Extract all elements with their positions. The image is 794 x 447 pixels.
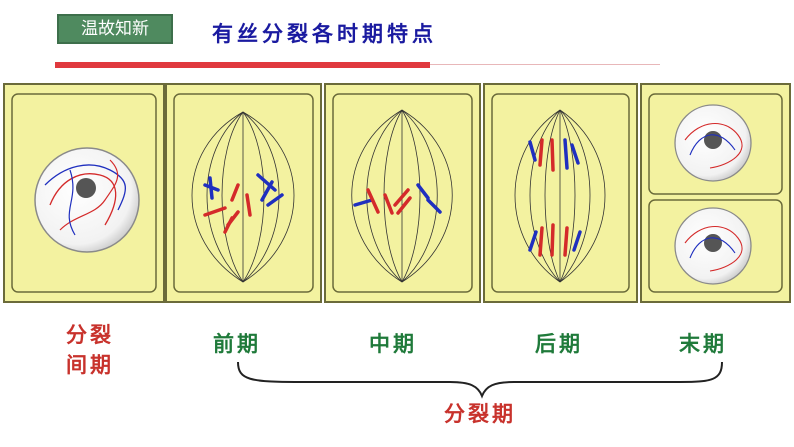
title-underline-red — [55, 62, 430, 68]
label-interphase-line1: 分裂 — [66, 323, 114, 347]
chromosomes — [203, 173, 284, 234]
cell-interphase — [3, 83, 165, 303]
title-underline-thin — [430, 64, 660, 65]
cell-telophase — [640, 83, 791, 303]
section-tag: 温故知新 — [57, 14, 173, 44]
nucleolus — [76, 178, 96, 198]
spindle — [514, 109, 606, 283]
label-mitotic-phase: 分裂期 — [444, 402, 516, 426]
label-interphase-line2: 间期 — [66, 353, 114, 377]
label-metaphase: 中期 — [369, 332, 417, 356]
label-anaphase: 后期 — [535, 332, 583, 356]
chromosomes — [528, 138, 582, 257]
page-title: 有丝分裂各时期特点 — [212, 21, 437, 46]
cell-prophase — [165, 83, 322, 303]
nucleus — [34, 147, 140, 253]
cell-anaphase — [483, 83, 638, 303]
cell-metaphase — [324, 83, 481, 303]
chromosomes — [353, 183, 442, 215]
label-telophase: 末期 — [679, 332, 727, 356]
label-prophase: 前期 — [213, 332, 261, 356]
label-interphase: 分裂 间期 — [60, 320, 120, 380]
mitotic-brace — [237, 361, 723, 399]
